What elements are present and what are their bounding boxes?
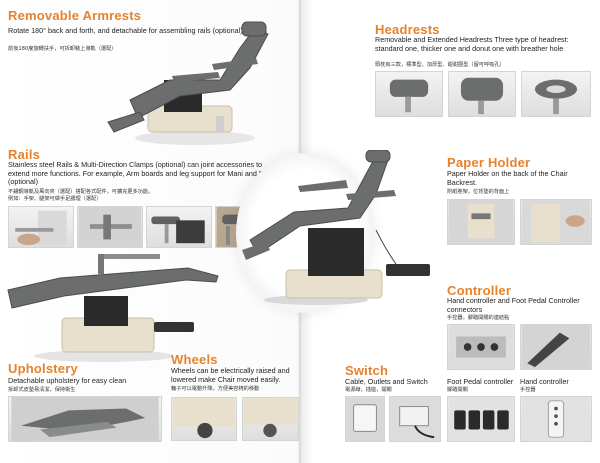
chair-main-photo [242,150,430,305]
switch-photo-2 [389,396,441,442]
paper-holder-photo-1 [447,199,515,245]
headrests-description: Removable and Extended Headrests Three t… [375,35,569,53]
upholstery-description-cn: 拆卸式皮墊易清潔，保持衛生 [8,387,76,393]
armrests-description: Rotate 180° back and forth, and detachab… [8,26,243,35]
upholstery-description: Detachable upholstery for easy clean [8,376,127,385]
armrests-heading: Removable Armrests [8,8,142,23]
upholstery-photo [8,396,162,442]
foot-pedal-label-cn: 腳踏開關 [447,387,468,393]
rails-description-cn-2: 例如：手架、腿架可做手足護理（選配） [8,196,102,202]
controller-connector-photo-2 [520,324,592,370]
chair-rails-photo [7,254,219,362]
headrest-thicker-photo [448,71,516,117]
rails-heading: Rails [8,147,41,162]
wheels-photo-1 [171,397,237,441]
headrests-heading: Headrests [375,22,440,37]
switch-photo-1 [345,396,385,442]
paper-holder-heading: Paper Holder [447,155,531,170]
rails-description-cn-1: 不鏽鋼導軌及萬向夾（選配）搭配各式配件，可擴充更多功能。 [8,189,154,195]
controller-connector-photo-1 [447,324,515,370]
wheels-photo-2 [242,397,299,441]
rails-photo-3 [146,206,212,248]
foot-pedal-label: Foot Pedal controller [447,377,514,386]
rails-description: Stainless steel Rails & Multi-Direction … [8,160,274,187]
controller-description: Hand controller and Foot Pedal Controlle… [447,296,580,314]
foot-pedal-photo [447,396,515,442]
armrests-description-cn: 前後180度旋轉扶手，可拆卸裝上導軌（選配） [8,46,117,52]
switch-description: Cable, Outlets and Switch [345,377,428,386]
controller-heading: Controller [447,283,512,298]
switch-heading: Switch [345,363,389,378]
rails-photo-2 [77,206,143,248]
chair-armrests-photo [107,21,269,145]
wheels-description: Wheels can be electrically raised and lo… [171,366,290,384]
paper-holder-description: Paper Holder on the back of the Chair Ba… [447,169,568,187]
headrests-description-cn: 頭枕有三款，標準型、加厚型、甜甜圈型（留可呼吸孔） [375,62,505,68]
hand-controller-photo [520,396,592,442]
switch-description-cn: 電源線，插座，開關 [345,387,392,393]
hand-controller-label-cn: 手控器 [520,387,536,393]
hand-controller-label: Hand controller [520,377,569,386]
rails-photo-1 [8,206,74,248]
controller-description-cn: 手控器，腳踏開關的連結點 [447,315,510,321]
paper-holder-description-cn: 附紙卷架，位背墊的背面上 [447,189,510,195]
upholstery-heading: Upholstery [8,361,78,376]
headrest-donut-photo [521,71,591,117]
paper-holder-photo-2 [520,199,592,245]
headrest-standard-photo [375,71,443,117]
wheels-description-cn: 輪子可以電動升降，方便美容椅的移動 [171,386,260,392]
wheels-heading: Wheels [171,352,218,367]
